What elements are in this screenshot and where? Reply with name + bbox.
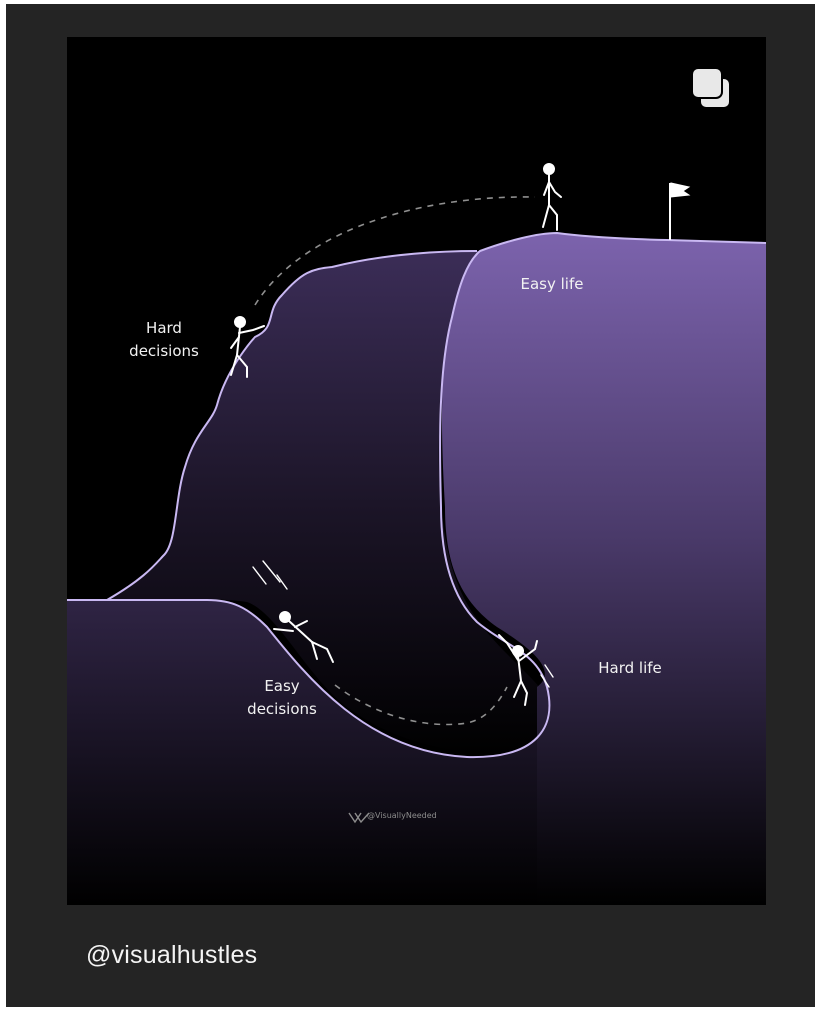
flag-icon xyxy=(669,182,691,240)
post-image[interactable]: Hard decisions Easy life Easy decisions … xyxy=(67,37,766,905)
stick-figure-top xyxy=(542,163,562,231)
watermark: @VisuallyNeeded xyxy=(341,807,437,823)
label-easy-decisions: Easy decisions xyxy=(247,677,317,718)
account-username[interactable]: @visualhustles xyxy=(86,941,258,969)
multiple-images-icon[interactable] xyxy=(692,68,736,112)
stick-figure-hanging xyxy=(498,634,554,706)
illustration xyxy=(67,163,766,905)
stick-figure-climbing xyxy=(230,316,265,378)
label-easy-life: Easy life xyxy=(520,275,584,293)
stick-figure-sliding xyxy=(252,560,334,663)
watermark-text: @VisuallyNeeded xyxy=(367,810,437,820)
left-cliff xyxy=(107,251,553,756)
label-hard-decisions: Hard decisions xyxy=(129,319,199,360)
right-plateau xyxy=(441,233,766,905)
dashed-arc-top xyxy=(254,196,536,306)
ground-outline xyxy=(67,231,766,759)
post-card: Hard decisions Easy life Easy decisions … xyxy=(6,4,815,1007)
dashed-arc-bottom xyxy=(334,684,508,726)
visuallyneeded-logo-icon xyxy=(348,812,370,824)
multiple-images-icon-front xyxy=(693,69,721,97)
label-hard-life: Hard life xyxy=(598,659,662,677)
left-cliff-outline xyxy=(106,250,478,601)
